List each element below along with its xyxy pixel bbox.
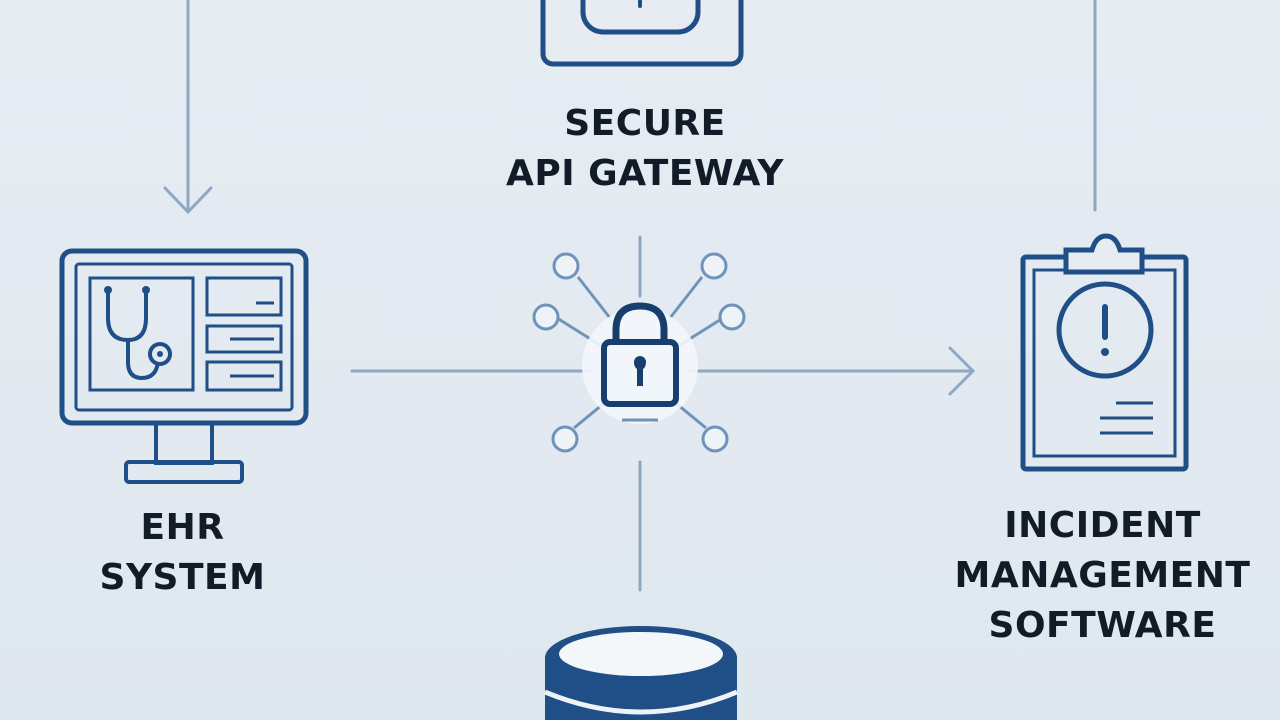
- node-label-secure-api-gateway: SECURE API GATEWAY: [480, 99, 810, 199]
- network-node: [701, 425, 729, 453]
- arrowhead-right-incident: [948, 346, 976, 396]
- node-label-line: INCIDENT: [1004, 505, 1201, 546]
- node-label-line: SYSTEM: [99, 557, 266, 598]
- node-label-line: SECURE: [564, 103, 726, 144]
- padlock-icon: [601, 302, 679, 407]
- clipboard-alert-icon: [1020, 233, 1189, 472]
- node-label-line: MANAGEMENT: [954, 555, 1251, 596]
- node-label-line: API GATEWAY: [505, 153, 784, 194]
- network-node: [551, 425, 579, 453]
- network-nodes: [532, 252, 746, 453]
- node-label-line: SOFTWARE: [988, 605, 1217, 646]
- lock-network-icon: [532, 252, 746, 453]
- monitor-stethoscope-icon: [59, 248, 309, 484]
- node-label-ehr-system: EHR SYSTEM: [60, 503, 305, 603]
- database-icon: [544, 626, 738, 720]
- network-node: [700, 252, 728, 280]
- top-device-icon: [540, 0, 744, 67]
- network-node: [532, 303, 560, 331]
- connectors: [163, 0, 1097, 592]
- network-node: [718, 303, 746, 331]
- node-label-incident-management-software: INCIDENT MANAGEMENT SOFTWARE: [940, 501, 1265, 651]
- node-label-line: EHR: [140, 507, 225, 548]
- arrowhead-down-ehr: [163, 186, 213, 215]
- network-node: [552, 252, 580, 280]
